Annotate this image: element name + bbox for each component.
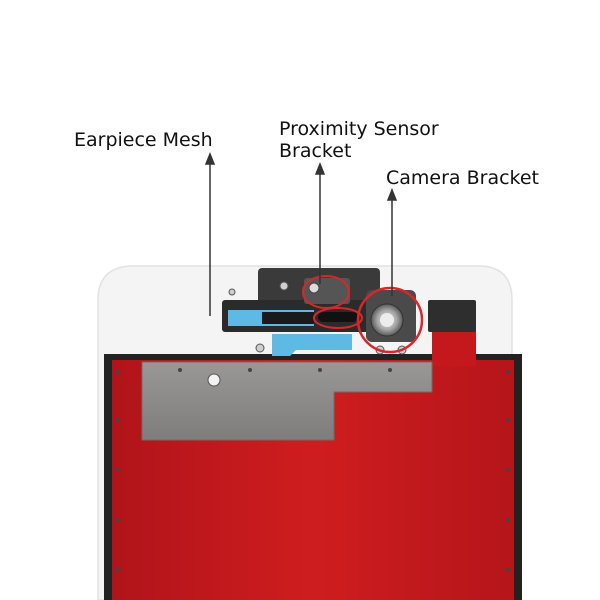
shield-screw-hole [207, 373, 221, 387]
proximity-screw [308, 282, 320, 294]
earpiece-mesh-label: Earpiece Mesh [74, 129, 213, 151]
panel-edge-dots [116, 368, 510, 572]
proximity-highlight-circle [302, 275, 350, 309]
camera-bracket-label: Camera Bracket [386, 167, 540, 189]
blue-flex-cable [272, 334, 352, 356]
proximity-label-line2: Bracket [279, 140, 352, 162]
callout-lines [204, 151, 398, 316]
camera-center [380, 313, 394, 327]
proximity-sensor-label: Proximity Sensor Bracket [279, 118, 439, 162]
proximity-label-line1: Proximity Sensor [279, 118, 439, 140]
camera-highlight-circle [356, 286, 424, 354]
earpiece-mesh-dark [262, 312, 314, 324]
proximity-slot-highlight-circle [313, 307, 363, 329]
red-side-strip [432, 326, 476, 366]
right-side-bracket [428, 300, 476, 332]
proximity-slot [318, 312, 358, 322]
